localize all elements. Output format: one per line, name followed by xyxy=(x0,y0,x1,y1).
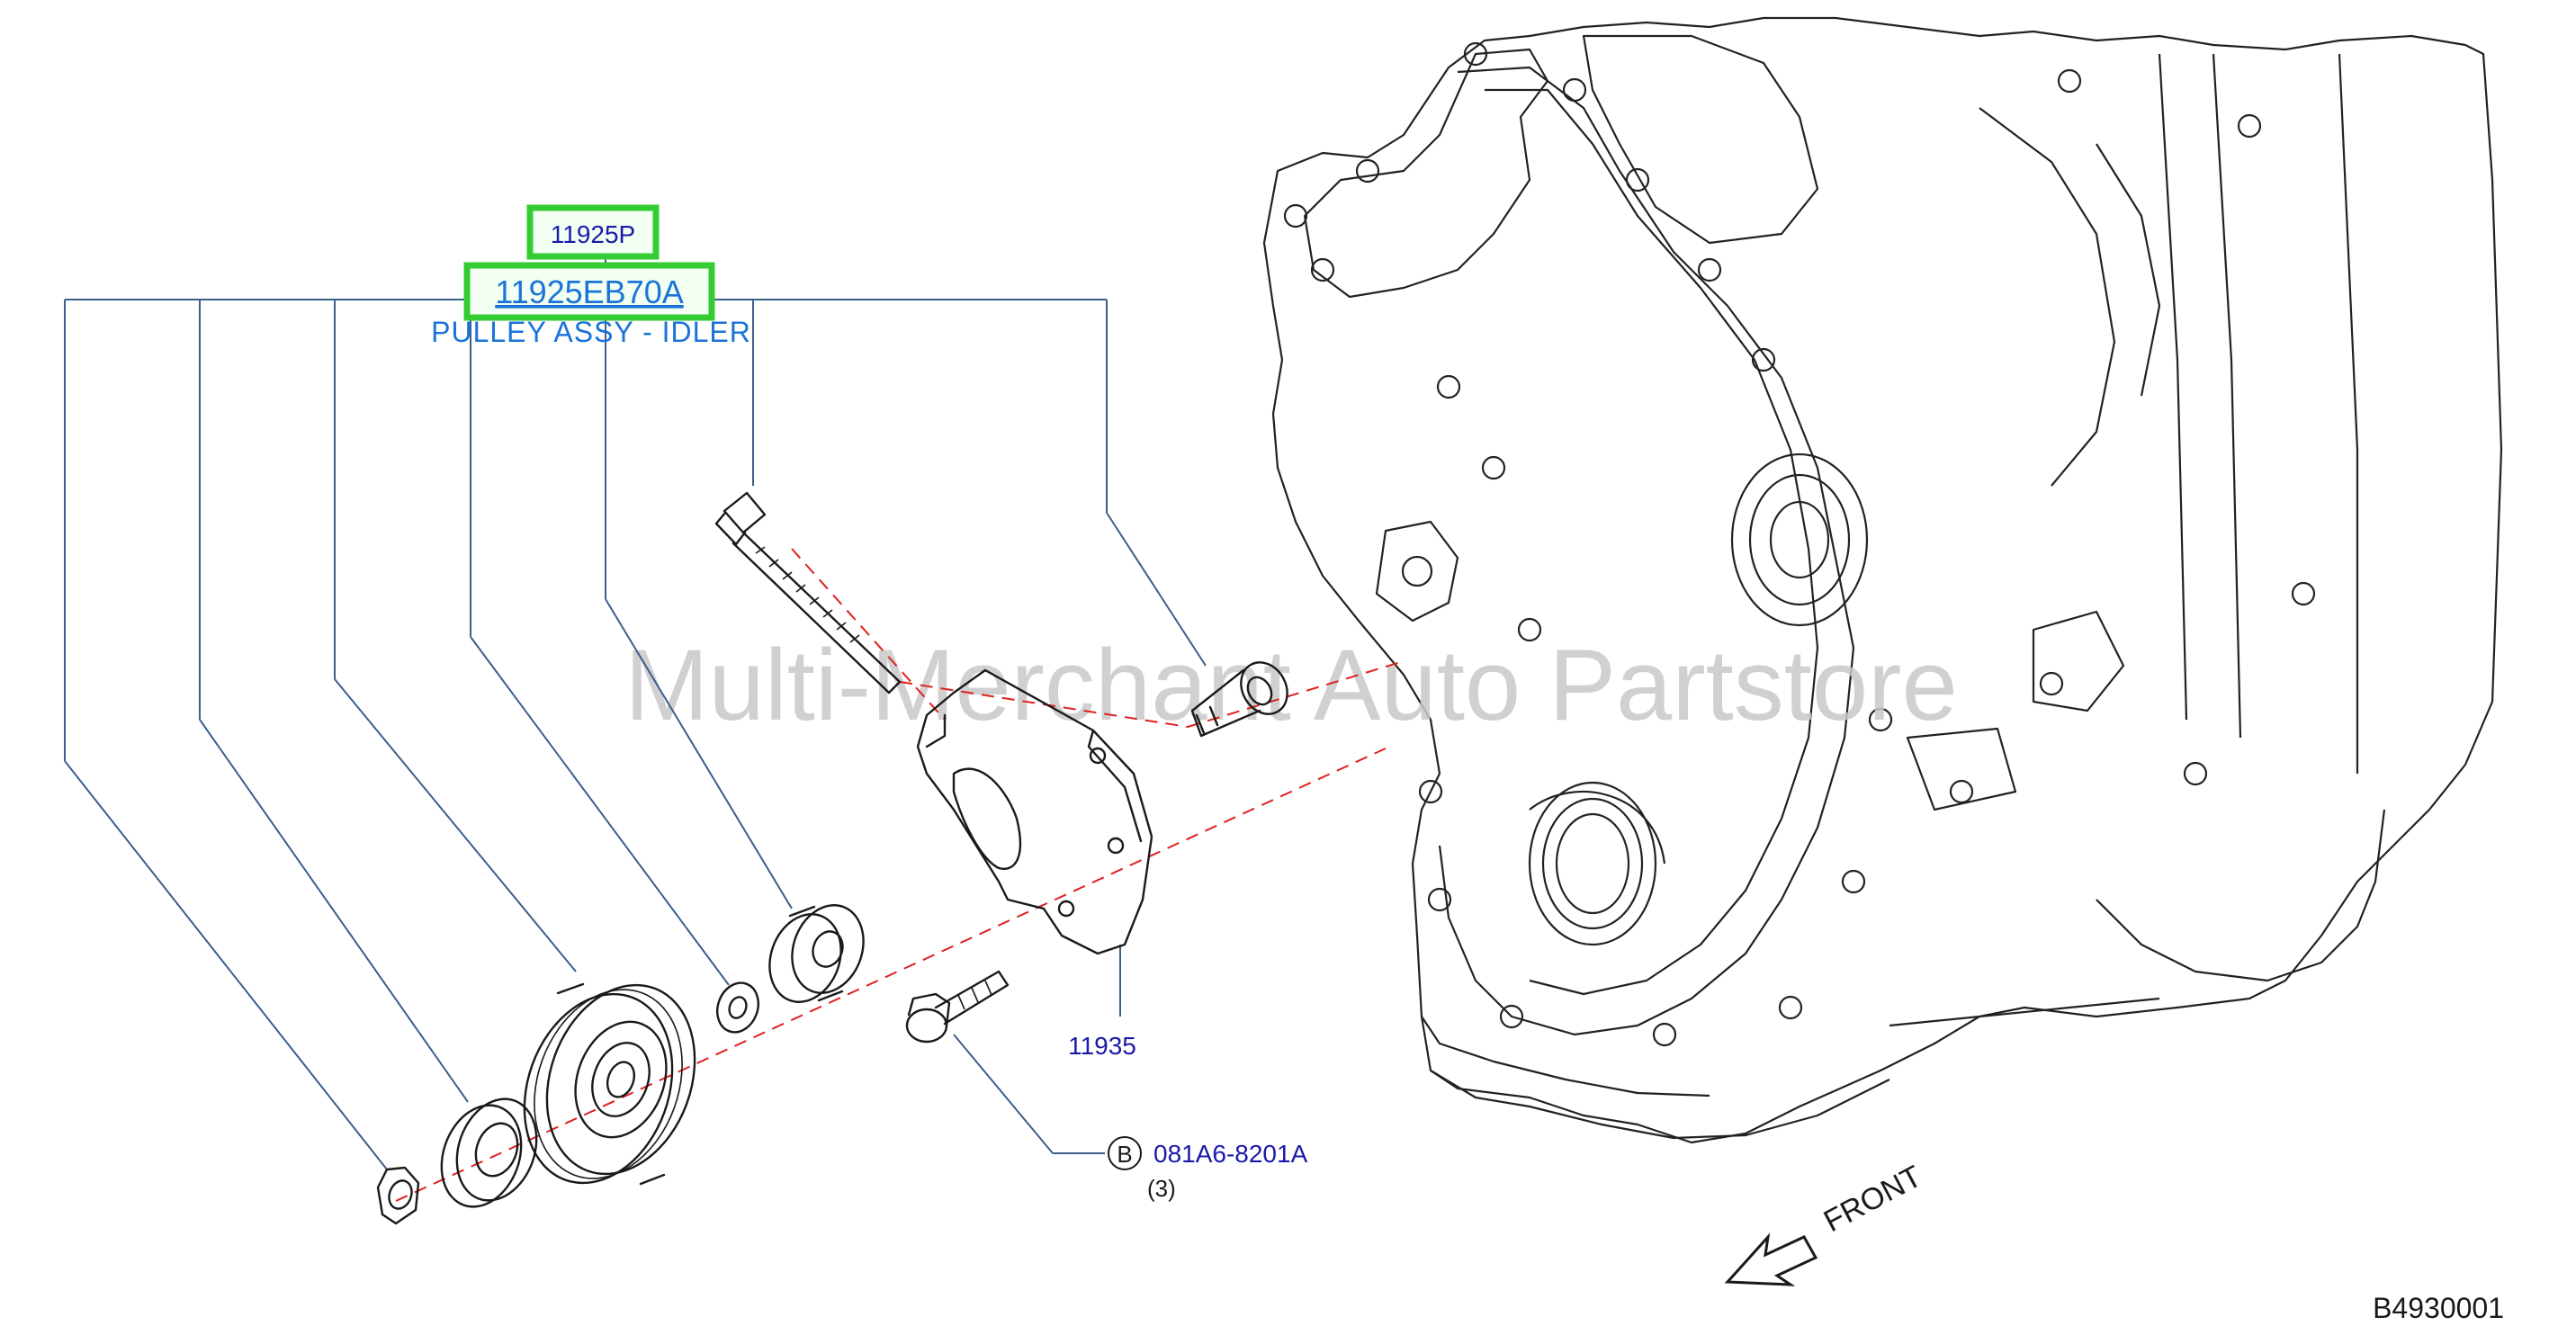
label-11935[interactable]: 11935 xyxy=(1068,1032,1136,1060)
callout-11925eb70a[interactable]: 11925EB70A xyxy=(463,262,715,321)
idler-bolt-long xyxy=(714,491,902,694)
idler-spacer xyxy=(768,904,865,1003)
diagram-id: B4930001 xyxy=(2373,1292,2504,1324)
ref-letter-circle xyxy=(1108,1136,1142,1170)
idler-stud xyxy=(1190,661,1288,738)
assembly-axes xyxy=(395,548,1405,1202)
idler-washer xyxy=(716,981,759,1034)
idler-nut xyxy=(376,1166,420,1225)
ref-letter-b: B xyxy=(1117,1141,1132,1168)
block-bolt-bosses xyxy=(1283,41,2316,1047)
idler-pulley xyxy=(523,982,696,1186)
engine-block xyxy=(1262,16,2503,1144)
watermark: Multi-Merchant Auto Partstore xyxy=(624,629,1957,741)
part-name-label: PULLEY ASSY - IDLER xyxy=(431,316,751,348)
flange-bolt-short xyxy=(905,970,1010,1044)
callout-bolt-b[interactable]: B 081A6-8201A (3) xyxy=(1108,1136,1308,1202)
bolt-quantity: (3) xyxy=(1147,1175,1176,1202)
front-direction: FRONT xyxy=(1724,1160,1927,1286)
callout-11925p[interactable]: 11925P xyxy=(526,204,660,260)
crank-seal xyxy=(1528,781,1666,946)
label-081a6-8201a[interactable]: 081A6-8201A xyxy=(1153,1140,1308,1168)
front-arrow-icon xyxy=(1724,1232,1818,1286)
idler-bracket xyxy=(916,668,1153,955)
water-pump-boss xyxy=(1730,452,1869,627)
front-washer xyxy=(440,1098,538,1208)
front-label: FRONT xyxy=(1818,1160,1927,1240)
label-11925eb70a[interactable]: 11925EB70A xyxy=(495,273,684,310)
label-11925p[interactable]: 11925P xyxy=(551,220,635,248)
